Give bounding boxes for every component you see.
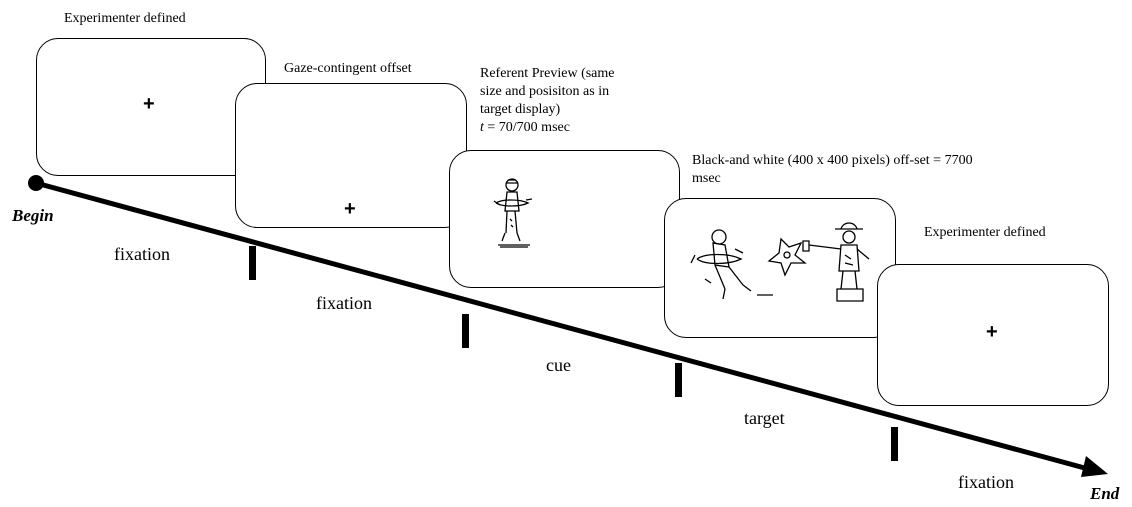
phase-label-fixation-2: fixation: [316, 293, 372, 313]
timeline-tick: [462, 314, 469, 348]
end-label: End: [1090, 484, 1120, 503]
timeline-tick: [891, 427, 898, 461]
timeline-tick: [249, 246, 256, 280]
screen3-caption: Referent Preview (same size and posisito…: [480, 66, 615, 135]
screen4-caption: Black-and white (400 x 400 pixels) off-s…: [692, 153, 973, 186]
referent-figure-drawing: [493, 178, 533, 248]
phase-label-cue: cue: [546, 355, 571, 375]
phase-label-fixation-1: fixation: [114, 244, 170, 264]
phase-label-target: target: [744, 408, 785, 428]
fixation-cross: +: [344, 198, 356, 220]
fixation-cross: +: [143, 93, 155, 115]
screen2-caption: Gaze-contingent offset: [284, 61, 412, 76]
target-scene-drawing: [690, 222, 870, 302]
screen-2-frame: +: [235, 83, 467, 228]
screen-5-frame: +: [877, 264, 1109, 406]
screen1-caption: Experimenter defined: [64, 11, 186, 26]
begin-dot: [28, 175, 44, 191]
phase-label-fixation-3: fixation: [958, 472, 1014, 492]
screen5-caption: Experimenter defined: [924, 225, 1046, 240]
screen-1-frame: +: [36, 38, 266, 176]
screen-4-frame: [664, 198, 896, 338]
timeline-tick: [675, 363, 682, 397]
begin-label: Begin: [12, 206, 54, 225]
screen-3-frame: [449, 150, 680, 288]
fixation-cross: +: [986, 321, 998, 343]
